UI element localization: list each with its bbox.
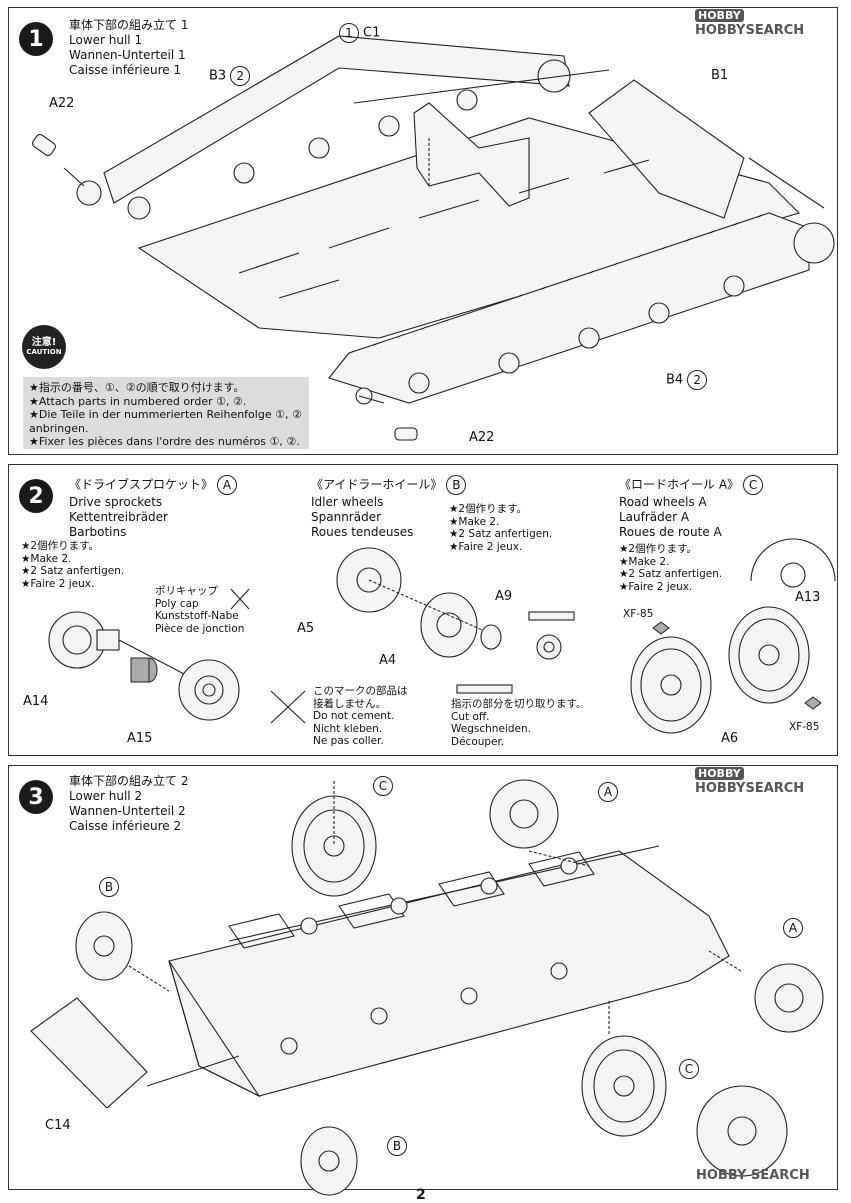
caution-note: ★指示の番号、①、②の順で取り付けます。 ★Attach parts in nu… (23, 377, 309, 449)
sprocket-a14-drawing (48, 611, 120, 669)
step-3-title-de: Wannen-Unterteil 2 (69, 804, 186, 818)
label-a5: A5 (297, 621, 315, 636)
label-a22-top: A22 (49, 96, 75, 111)
part-badge-a: A (217, 475, 238, 495)
polycap-label: ポリキャップ Poly cap Kunststoff-Nabe Pièce de… (155, 585, 245, 635)
step-1-title-fr: Caisse inférieure 1 (69, 63, 182, 77)
step-3-title: 車体下部の組み立て 2 Lower hull 2 Wannen-Untertei… (69, 774, 188, 834)
label-a4: A4 (379, 653, 397, 668)
label-b1: B1 (711, 68, 729, 83)
step-number-1: 1 (19, 22, 53, 56)
idler-make: ★2個作ります。 ★Make 2. ★2 Satz anfertigen. ★F… (449, 503, 553, 553)
step-3-title-en: Lower hull 2 (69, 789, 143, 803)
order-1-badge: 1 (339, 23, 359, 43)
order-2-badge: 2 (687, 370, 708, 390)
caution-badge: 注意! CAUTION (22, 325, 66, 369)
watermark-bottom: HOBBY SEARCH (696, 1168, 810, 1183)
label-xf85-right: XF-85 (789, 721, 820, 733)
label-a13: A13 (795, 590, 821, 605)
step-1-title-ja: 車体下部の組み立て 1 (69, 18, 189, 32)
drive-sprockets-make: ★2個作ります。 ★Make 2. ★2 Satz anfertigen. ★F… (21, 540, 125, 590)
label-a9: A9 (495, 589, 513, 604)
watermark-top: HOBBYHOBBYSEARCH (695, 9, 805, 38)
label-a-top: A (594, 782, 618, 802)
part-badge-b: B (446, 475, 467, 495)
label-a-right: A (779, 918, 803, 938)
cut-off-note: 指示の部分を切り取ります。 Cut off. Wegschneiden. Déc… (451, 698, 587, 748)
order-2-badge: 2 (230, 66, 251, 86)
step-1-title-en: Lower hull 1 (69, 33, 143, 47)
label-b-bottom: B (383, 1136, 407, 1156)
label-c-top: C (369, 776, 393, 796)
label-b-top: B (95, 877, 119, 897)
drive-sprockets-title: 《ドライブスプロケット》A Drive sprockets Kettentrei… (69, 475, 238, 540)
no-cement-note: このマークの部品は 接着しません。 Do not cement. Nicht k… (313, 685, 408, 747)
step-3-title-fr: Caisse inférieure 2 (69, 819, 182, 833)
label-a15: A15 (127, 731, 153, 746)
idler-wheels-title: 《アイドラーホイール》B Idler wheels Spannräder Rou… (311, 475, 467, 540)
step-3-title-ja: 車体下部の組み立て 2 (69, 774, 189, 788)
lower-hull-2-illustration (30, 779, 824, 1196)
step-1-panel: 1 車体下部の組み立て 1 Lower hull 1 Wannen-Untert… (8, 7, 838, 455)
step-2-illustration (48, 538, 836, 734)
label-c-bottom: C (675, 1059, 699, 1079)
step-3-panel: 3 車体下部の組み立て 2 Lower hull 2 Wannen-Untert… (8, 765, 838, 1196)
step-1-title: 車体下部の組み立て 1 Lower hull 1 Wannen-Untertei… (69, 18, 188, 78)
label-a22-bottom: A22 (469, 430, 495, 445)
step-1-title-de: Wannen-Unterteil 1 (69, 48, 186, 62)
label-xf85-left: XF-85 (623, 608, 654, 620)
part-badge-c: C (743, 475, 764, 495)
step-2-panel: 2 《ドライブスプロケット》A Drive sprockets Kettentr… (8, 464, 838, 756)
step-number-2: 2 (19, 479, 53, 513)
label-a14: A14 (23, 694, 49, 709)
label-a6: A6 (721, 731, 739, 746)
road-wheels-title: 《ロードホイール A》C Road wheels A Laufräder A R… (619, 475, 764, 540)
road-wheels-make: ★2個作ります。 ★Make 2. ★2 Satz anfertigen. ★F… (619, 543, 723, 593)
page-number: 2 (416, 1187, 426, 1203)
watermark-mid: HOBBYHOBBYSEARCH (695, 767, 805, 796)
step-number-3: 3 (19, 780, 53, 814)
label-c14: C14 (45, 1118, 71, 1133)
